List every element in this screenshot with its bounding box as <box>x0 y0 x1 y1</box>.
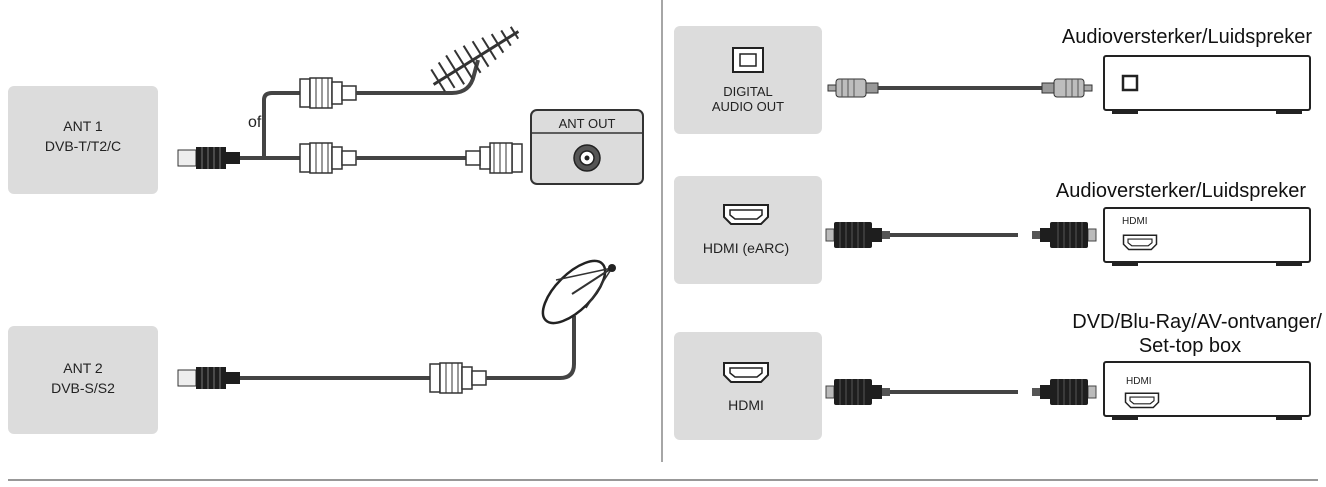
hdmi-earc-port-icon <box>723 204 769 225</box>
ant1-label-line1: ANT 1 <box>63 118 103 134</box>
ant1-branch-cable <box>262 91 300 158</box>
ant1-tv-jack <box>177 146 241 170</box>
antenna-connector <box>299 77 357 109</box>
hdmi-plug-tv <box>825 378 891 406</box>
dish-connector <box>429 362 487 394</box>
device3-hdmi-label: HDMI <box>1126 376 1152 387</box>
device3-label-line1: DVD/Blu-Ray/AV-ontvanger/ <box>1072 311 1322 333</box>
ant-out-jack-icon <box>573 144 601 172</box>
hdmi-earc-plug-tv <box>825 221 891 249</box>
device1-box <box>1103 55 1311 114</box>
device2-label: Audioversterker/Luidspreker <box>1056 180 1306 202</box>
device2-box <box>1103 207 1311 266</box>
antenna-cable <box>356 59 480 95</box>
hdmi-port-icon <box>723 362 769 383</box>
ant-out-connector-a <box>299 142 357 174</box>
optical-plug-device <box>1041 78 1093 98</box>
hdmi-label: HDMI <box>728 397 764 413</box>
device2-hdmi-port-icon <box>1122 234 1158 251</box>
device3-hdmi-port-icon <box>1124 392 1160 409</box>
optical-port-icon <box>732 47 764 73</box>
device1-label: Audioversterker/Luidspreker <box>1062 26 1312 48</box>
hdmi-earc-plug-device <box>1031 221 1097 249</box>
optical-plug-tv <box>827 78 879 98</box>
ant-out-label: ANT OUT <box>559 116 616 131</box>
digital-audio-label-line2: AUDIO OUT <box>712 99 784 114</box>
dish-cable <box>486 316 576 380</box>
hdmi-port-box <box>674 332 822 440</box>
ant2-label-line1: ANT 2 <box>63 360 103 376</box>
ant2-tv-jack <box>177 366 241 390</box>
device2-hdmi-label: HDMI <box>1122 216 1148 227</box>
digital-audio-label-line1: DIGITAL <box>723 84 773 99</box>
hdmi-plug-device <box>1031 378 1097 406</box>
hdmi-earc-port-box <box>674 176 822 284</box>
satellite-dish-icon <box>541 259 616 325</box>
ant1-label-line2: DVB-T/T2/C <box>45 138 121 154</box>
hdmi-earc-label: HDMI (eARC) <box>703 240 789 256</box>
ant2-port-box <box>8 326 158 434</box>
antenna-icon <box>430 26 520 93</box>
ant-out-connector-b <box>465 142 523 174</box>
device3-box <box>1103 361 1311 420</box>
digital-audio-port-box <box>674 26 822 134</box>
ant2-label-line2: DVB-S/S2 <box>51 380 115 396</box>
ant1-port-box <box>8 86 158 194</box>
device3-label-line2: Set-top box <box>1139 335 1241 357</box>
or-label: of <box>248 114 262 131</box>
